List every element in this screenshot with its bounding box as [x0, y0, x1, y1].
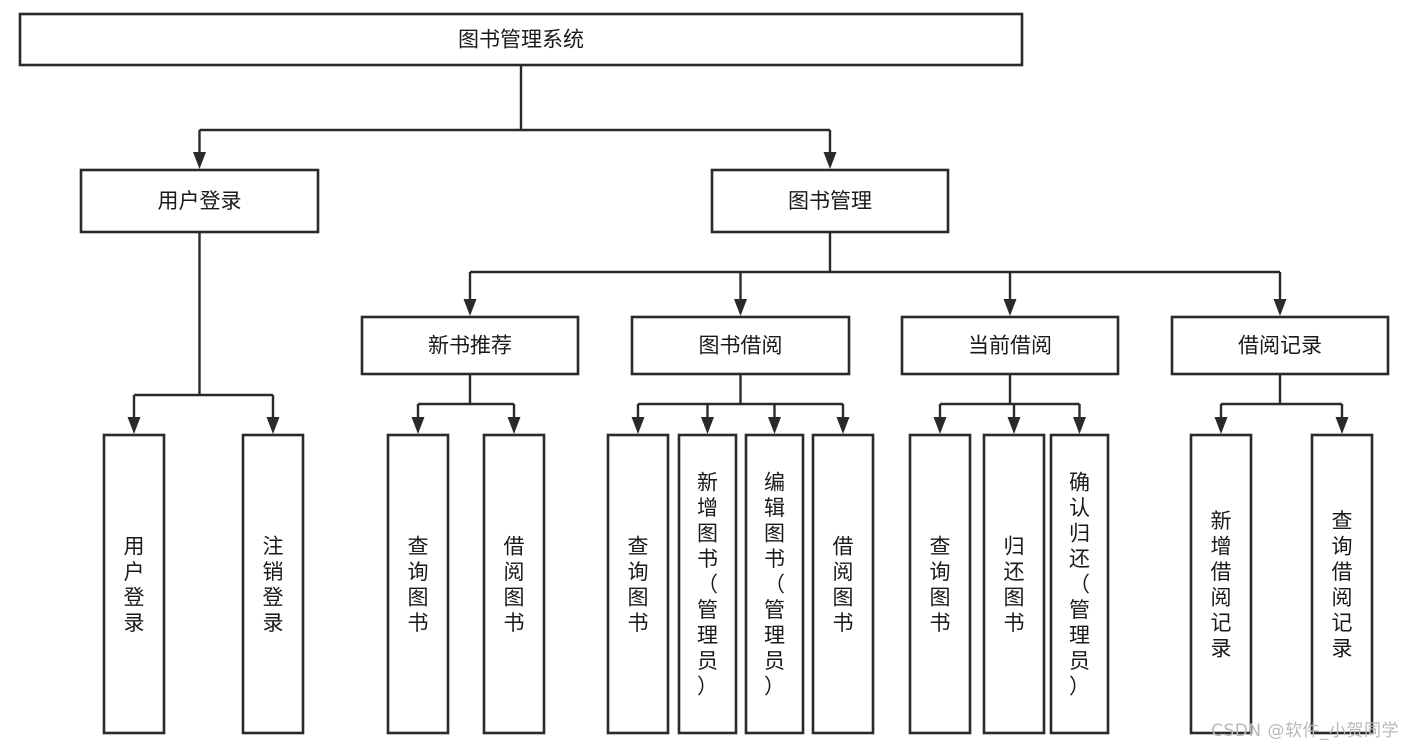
arrowhead-book-manage [823, 152, 837, 169]
node-root[interactable]: 图书管理系统 [18, 12, 1024, 67]
node-label-leaf-nbr-query: 查询图书 [408, 534, 429, 635]
node-label-leaf-user-logout: 注销登录 [263, 534, 284, 635]
node-leaf-user-logout[interactable]: 注销登录 [241, 433, 305, 735]
node-leaf-br-query[interactable]: 查询借阅记录 [1310, 433, 1374, 735]
node-box-leaf-bb-edit[interactable] [744, 433, 805, 735]
node-book-manage[interactable]: 图书管理 [710, 168, 950, 234]
arrowhead-leaf-bb-borrow [836, 417, 850, 434]
node-leaf-cb-query[interactable]: 查询图书 [908, 433, 972, 735]
node-leaf-user-login[interactable]: 用户登录 [102, 433, 166, 735]
node-label-leaf-bb-query: 查询图书 [628, 534, 649, 635]
arrowhead-leaf-user-login [127, 417, 141, 434]
node-box-leaf-cb-query[interactable] [908, 433, 972, 735]
node-label-borrow-record: 借阅记录 [1238, 334, 1322, 358]
node-box-leaf-br-add[interactable] [1189, 433, 1253, 735]
node-borrow-record[interactable]: 借阅记录 [1170, 315, 1390, 376]
node-label-leaf-br-query: 查询借阅记录 [1332, 509, 1353, 661]
node-label-book-borrow: 图书借阅 [699, 334, 783, 358]
node-box-leaf-user-login[interactable] [102, 433, 166, 735]
arrowhead-leaf-cb-confirm [1073, 417, 1086, 434]
node-book-borrow[interactable]: 图书借阅 [630, 315, 851, 376]
node-box-new-book-rec[interactable] [360, 315, 580, 376]
arrowhead-leaf-bb-add [701, 417, 714, 434]
node-box-leaf-nbr-query[interactable] [386, 433, 450, 735]
arrowhead-borrow-record [1273, 299, 1287, 316]
nodes-layer: 图书管理系统用户登录图书管理新书推荐图书借阅当前借阅借阅记录用户登录注销登录查询… [18, 12, 1390, 735]
node-label-leaf-cb-return: 归还图书 [1004, 534, 1025, 635]
node-box-leaf-cb-return[interactable] [982, 433, 1046, 735]
node-label-leaf-nbr-borrow: 借阅图书 [504, 534, 525, 635]
arrowhead-leaf-br-add [1214, 417, 1228, 434]
node-label-leaf-bb-edit: 编辑图书（管理员） [764, 471, 785, 699]
node-leaf-cb-return[interactable]: 归还图书 [982, 433, 1046, 735]
node-box-leaf-bb-add[interactable] [677, 433, 738, 735]
node-leaf-bb-borrow[interactable]: 借阅图书 [811, 433, 875, 735]
node-box-root[interactable] [18, 12, 1024, 67]
edges-layer [127, 65, 1349, 434]
node-box-current-borrow[interactable] [900, 315, 1120, 376]
arrowhead-leaf-br-query [1335, 417, 1349, 434]
arrowhead-leaf-nbr-borrow [507, 417, 521, 434]
node-leaf-bb-edit[interactable]: 编辑图书（管理员） [744, 433, 805, 735]
node-box-leaf-bb-query[interactable] [606, 433, 670, 735]
arrowhead-book-borrow [734, 299, 747, 316]
node-new-book-rec[interactable]: 新书推荐 [360, 315, 580, 376]
node-label-user-login: 用户登录 [158, 189, 242, 213]
node-user-login[interactable]: 用户登录 [79, 168, 320, 234]
node-label-leaf-bb-add: 新增图书（管理员） [697, 471, 718, 699]
node-label-leaf-cb-confirm: 确认归还（管理员） [1069, 471, 1090, 699]
node-label-current-borrow: 当前借阅 [968, 334, 1052, 358]
arrowhead-leaf-bb-edit [768, 417, 781, 434]
arrowhead-leaf-nbr-query [411, 417, 425, 434]
node-box-leaf-cb-confirm[interactable] [1049, 433, 1110, 735]
arrowhead-current-borrow [1003, 299, 1017, 316]
node-leaf-nbr-query[interactable]: 查询图书 [386, 433, 450, 735]
node-label-new-book-rec: 新书推荐 [428, 334, 512, 358]
node-leaf-bb-add[interactable]: 新增图书（管理员） [677, 433, 738, 735]
node-box-borrow-record[interactable] [1170, 315, 1390, 376]
node-box-leaf-nbr-borrow[interactable] [482, 433, 546, 735]
arrowhead-leaf-user-logout [266, 417, 280, 434]
arrowhead-user-login [193, 152, 206, 169]
node-label-leaf-user-login: 用户登录 [124, 534, 145, 635]
arrowhead-leaf-bb-query [631, 417, 645, 434]
node-current-borrow[interactable]: 当前借阅 [900, 315, 1120, 376]
node-box-leaf-br-query[interactable] [1310, 433, 1374, 735]
node-leaf-br-add[interactable]: 新增借阅记录 [1189, 433, 1253, 735]
arrowhead-leaf-cb-return [1007, 417, 1021, 434]
node-box-leaf-bb-borrow[interactable] [811, 433, 875, 735]
node-label-leaf-br-add: 新增借阅记录 [1211, 509, 1232, 661]
node-leaf-bb-query[interactable]: 查询图书 [606, 433, 670, 735]
node-box-user-login[interactable] [79, 168, 320, 234]
node-label-book-manage: 图书管理 [788, 189, 872, 213]
node-label-leaf-bb-borrow: 借阅图书 [833, 534, 854, 635]
arrowhead-new-book-rec [463, 299, 477, 316]
arrowhead-leaf-cb-query [933, 417, 947, 434]
node-label-root: 图书管理系统 [458, 28, 584, 52]
node-leaf-cb-confirm[interactable]: 确认归还（管理员） [1049, 433, 1110, 735]
node-box-book-borrow[interactable] [630, 315, 851, 376]
node-label-leaf-cb-query: 查询图书 [930, 534, 951, 635]
node-box-book-manage[interactable] [710, 168, 950, 234]
node-box-leaf-user-logout[interactable] [241, 433, 305, 735]
node-leaf-nbr-borrow[interactable]: 借阅图书 [482, 433, 546, 735]
